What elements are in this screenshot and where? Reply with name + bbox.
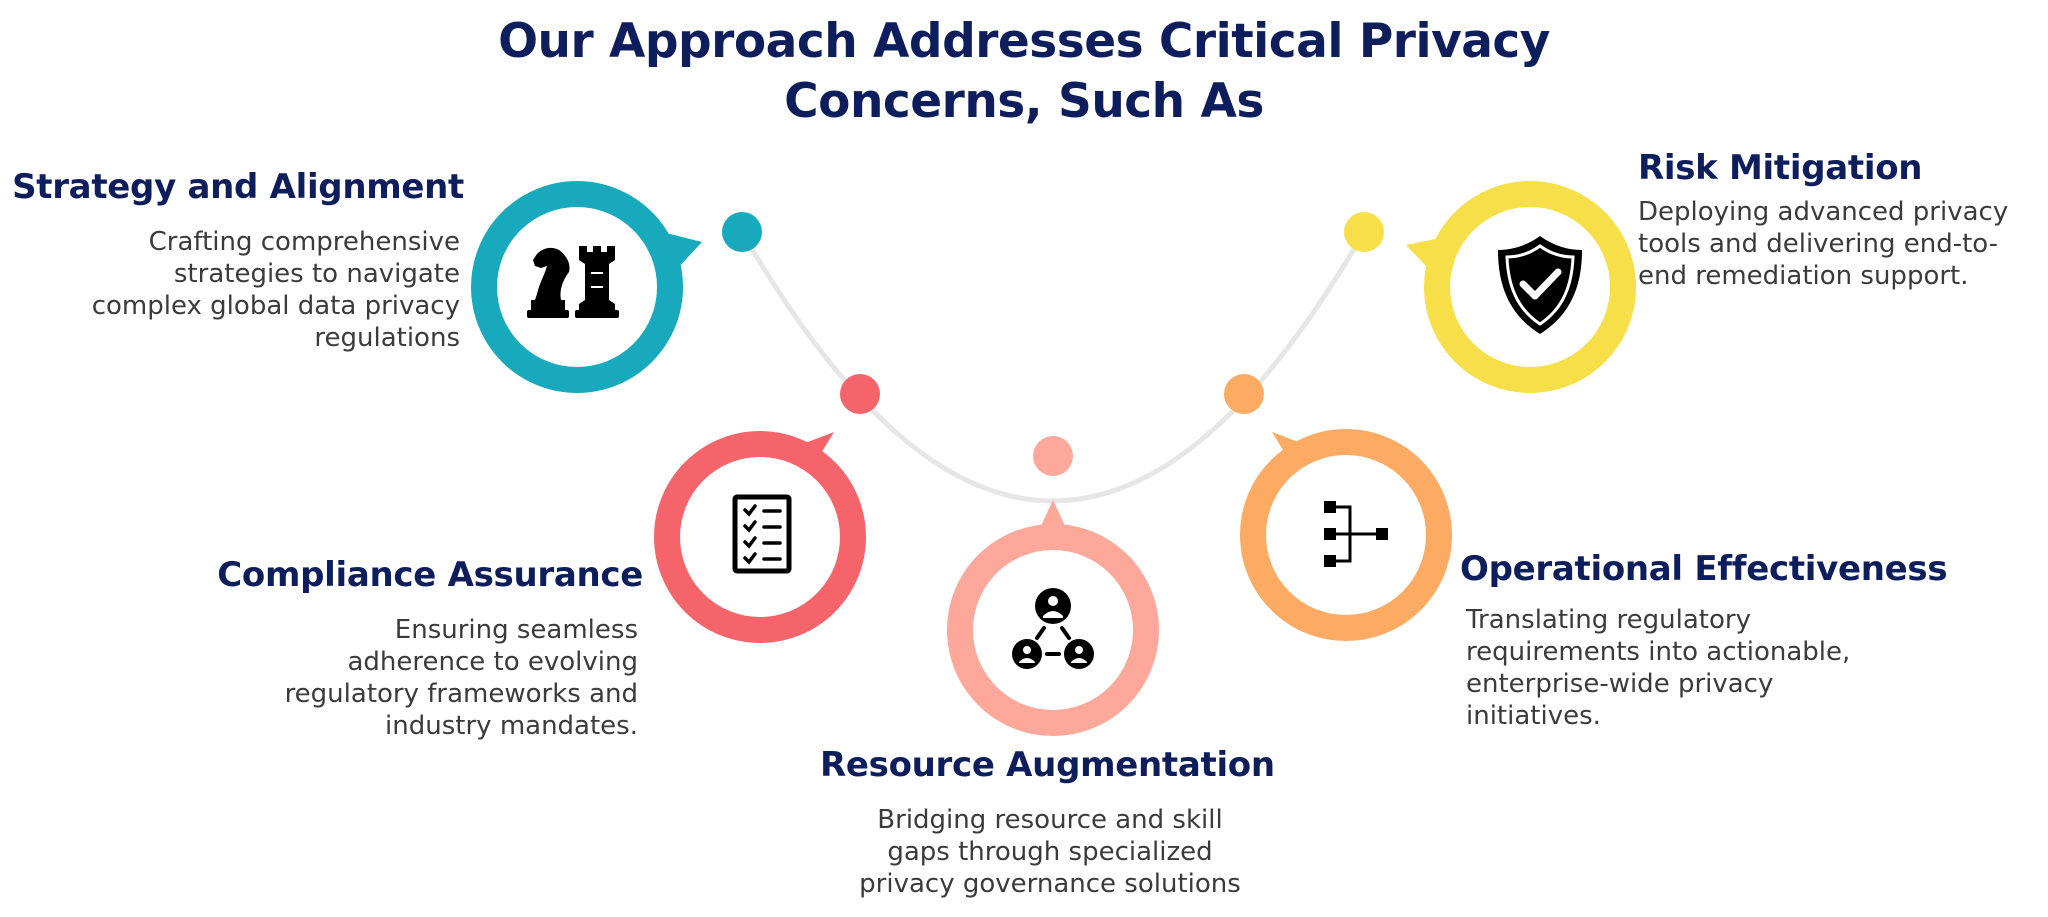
operational-desc-line: initiatives. [1466,701,1601,731]
resource-heading: Resource Augmentation [820,745,1275,785]
risk-desc-line: end remediation support. [1638,261,1969,291]
compliance-desc-line: Ensuring seamless [394,615,638,645]
shield-check-icon [1498,236,1582,334]
people-network-icon [1012,588,1094,669]
strategy-desc-line: complex global data privacy [91,291,460,321]
hierarchy-icon [1324,501,1388,567]
strategy-desc-line: regulations [314,323,460,353]
compliance-description: Ensuring seamless adherence to evolving … [285,614,638,742]
operational-heading: Operational Effectiveness [1460,549,1948,589]
strategy-desc-line: Crafting comprehensive [148,227,460,257]
resource-desc-line: gaps through specialized [887,837,1213,867]
node-resource [1033,436,1073,476]
page-title-line-1: Our Approach Addresses Critical Privacy [498,14,1550,69]
operational-desc-line: enterprise-wide privacy [1466,669,1774,699]
operational-badge [1240,429,1452,641]
page-title-line-2: Concerns, Such As [784,74,1264,129]
risk-badge [1406,181,1636,393]
risk-desc-line: tools and delivering end-to- [1638,229,1999,259]
operational-description: Translating regulatory requirements into… [1466,604,1850,732]
compliance-desc-line: regulatory frameworks and [284,679,638,709]
operational-desc-line: Translating regulatory [1466,605,1751,635]
node-compliance [840,374,880,414]
risk-heading: Risk Mitigation [1638,148,1923,188]
compliance-desc-line: industry mandates. [385,711,638,741]
compliance-heading: Compliance Assurance [217,555,643,595]
resource-desc-line: Bridging resource and skill [877,805,1223,835]
chess-knight-rook-icon [527,246,619,318]
strategy-badge [471,181,702,393]
checklist-icon [732,494,792,574]
compliance-badge [654,431,866,643]
resource-desc-line: privacy governance solutions [859,869,1241,899]
page-title: Our Approach Addresses Critical Privacy … [474,12,1574,132]
strategy-desc-line: strategies to navigate [173,259,460,289]
resource-description: Bridging resource and skill gaps through… [820,804,1280,900]
strategy-description: Crafting comprehensive strategies to nav… [92,226,460,354]
node-risk [1344,212,1384,252]
strategy-heading: Strategy and Alignment [12,167,464,207]
operational-desc-line: requirements into actionable, [1466,637,1851,667]
node-operational [1224,374,1264,414]
risk-desc-line: Deploying advanced privacy [1638,197,2009,227]
resource-badge [947,500,1159,736]
compliance-desc-line: adherence to evolving [347,647,638,677]
risk-description: Deploying advanced privacy tools and del… [1638,196,2008,292]
node-strategy [722,212,762,252]
